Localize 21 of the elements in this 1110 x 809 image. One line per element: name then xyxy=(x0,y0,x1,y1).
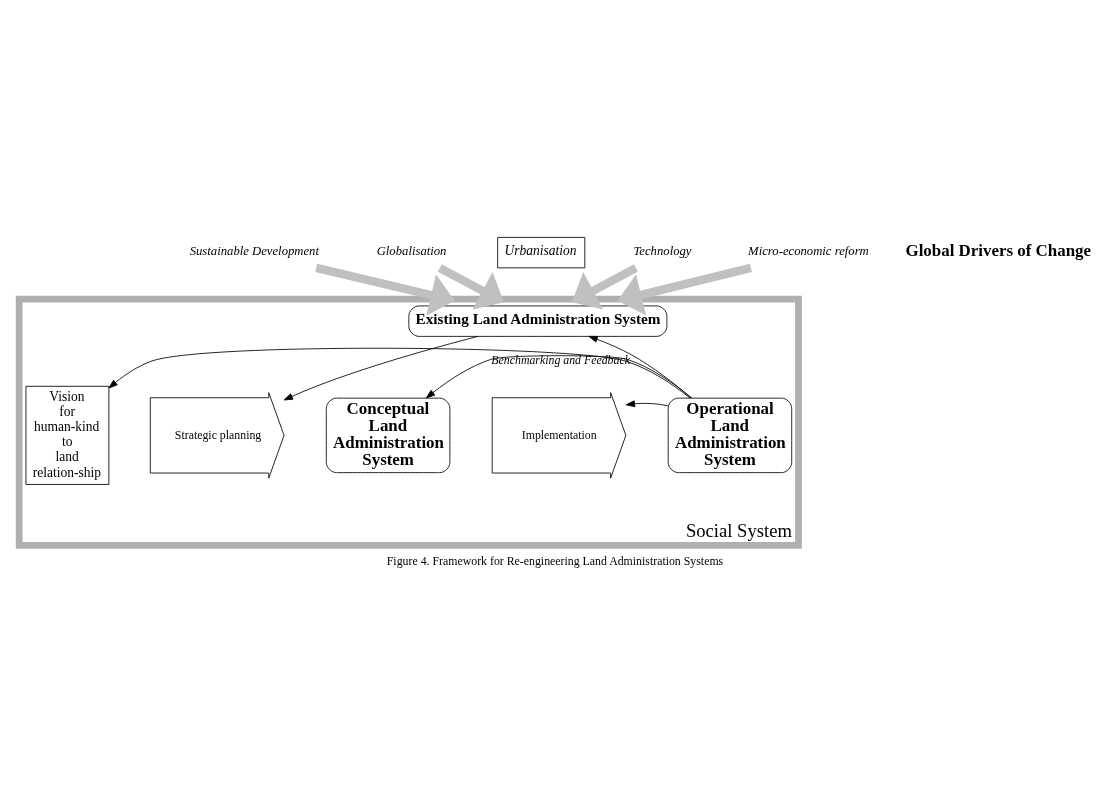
node-box: Urbanisation xyxy=(497,236,586,269)
caption: Figure 4. Framework for Re-engineering Land Administration Systems xyxy=(386,554,724,569)
node-box: Conceptual Land Administration System xyxy=(325,397,451,474)
node-box: Existing Land Administration System xyxy=(408,305,668,337)
arrow xyxy=(108,347,691,399)
arrow xyxy=(437,264,504,310)
node-box: Vision for human-kind to land relation-ship xyxy=(25,385,110,485)
arrow xyxy=(425,355,693,399)
node-text: Technology xyxy=(633,243,692,258)
label: Global Drivers of Change xyxy=(905,241,1092,260)
node-box: Operational Land Administration System xyxy=(667,397,793,474)
arrow xyxy=(588,335,692,399)
arrow xyxy=(571,264,638,310)
arrow xyxy=(283,336,479,401)
arrow xyxy=(315,263,455,316)
node-text: Sustainable Development xyxy=(189,243,319,258)
arrow xyxy=(625,400,669,408)
node-text: Globalisation xyxy=(376,243,447,258)
arrow xyxy=(617,263,752,316)
node-text: Micro-economic reform xyxy=(748,243,869,258)
edge-label: Benchmarking and Feedback xyxy=(491,352,630,367)
